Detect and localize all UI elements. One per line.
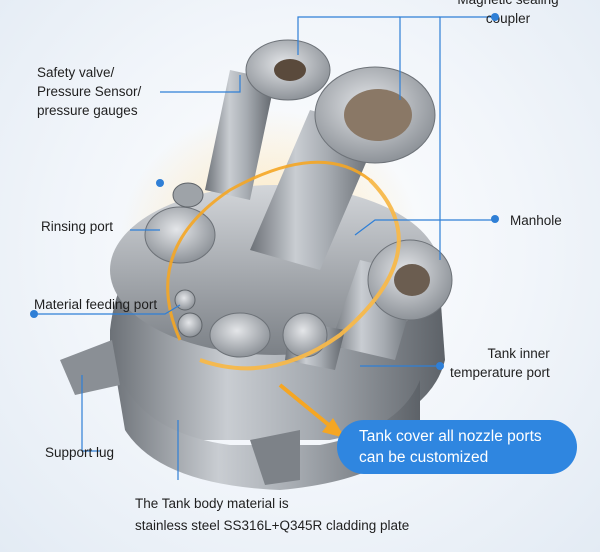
label-manhole: Manhole: [510, 213, 562, 228]
label-safety-valve-line3: pressure gauges: [37, 103, 138, 118]
label-material-feeding-port: Material feeding port: [34, 297, 158, 312]
feeding-port-2: [177, 312, 203, 338]
label-magnetic-coupler-text: Magnetic sealing coupler: [457, 0, 558, 26]
callout-arrow-shaft: [278, 383, 337, 432]
label-safety-valve: Safety valve/ Pressure Sensor/ pressure …: [37, 63, 141, 120]
support-lug-left: [60, 340, 120, 395]
callout-line1: Tank cover all nozzle ports: [359, 428, 542, 445]
flange-bore: [274, 59, 306, 81]
flange-front: [282, 312, 328, 358]
label-support-lug: Support lug: [45, 445, 115, 460]
customization-callout: Tank cover all nozzle ports can be custo…: [337, 420, 577, 474]
label-magnetic-coupler: Magnetic sealing coupler: [453, 0, 563, 28]
safety-valve: [172, 182, 204, 208]
pipe-left: [205, 70, 275, 200]
label-safety-valve-line2: Pressure Sensor/: [37, 84, 142, 99]
orbit-ring-front: [199, 178, 401, 371]
dot-tank-inner-temperature: [436, 362, 444, 370]
dot-magnetic-coupler: [491, 13, 499, 21]
label-tank-inner-temperature: Tank inner temperature port: [450, 344, 550, 382]
label-tank-body-line2: stainless steel SS316L+Q345R cladding pl…: [135, 518, 410, 533]
callout-arrow-head: [322, 418, 345, 438]
flange-right-bore: [394, 264, 430, 296]
label-tank-inner-line1: Tank inner: [487, 346, 550, 361]
leader-lines: [35, 16, 495, 480]
dot-material-feeding-port: [30, 310, 38, 318]
rinsing-port-lid: [144, 206, 216, 264]
flange-center-bore: [344, 89, 412, 141]
callout-line2: can be customized: [359, 449, 489, 466]
orbit-ring-back: [166, 160, 371, 341]
support-lug-bottom: [250, 430, 300, 485]
dot-safety-valve: [156, 179, 164, 187]
manhole-lid: [209, 312, 271, 358]
label-tank-body-material: The Tank body material is stainless stee…: [135, 494, 409, 535]
label-tank-body-line1: The Tank body material is: [135, 496, 289, 511]
feeding-port-1: [174, 289, 196, 311]
dot-manhole: [491, 215, 499, 223]
label-rinsing-port: Rinsing port: [41, 219, 114, 234]
label-safety-valve-line1: Safety valve/: [37, 65, 115, 80]
label-tank-inner-line2: temperature port: [450, 365, 550, 380]
